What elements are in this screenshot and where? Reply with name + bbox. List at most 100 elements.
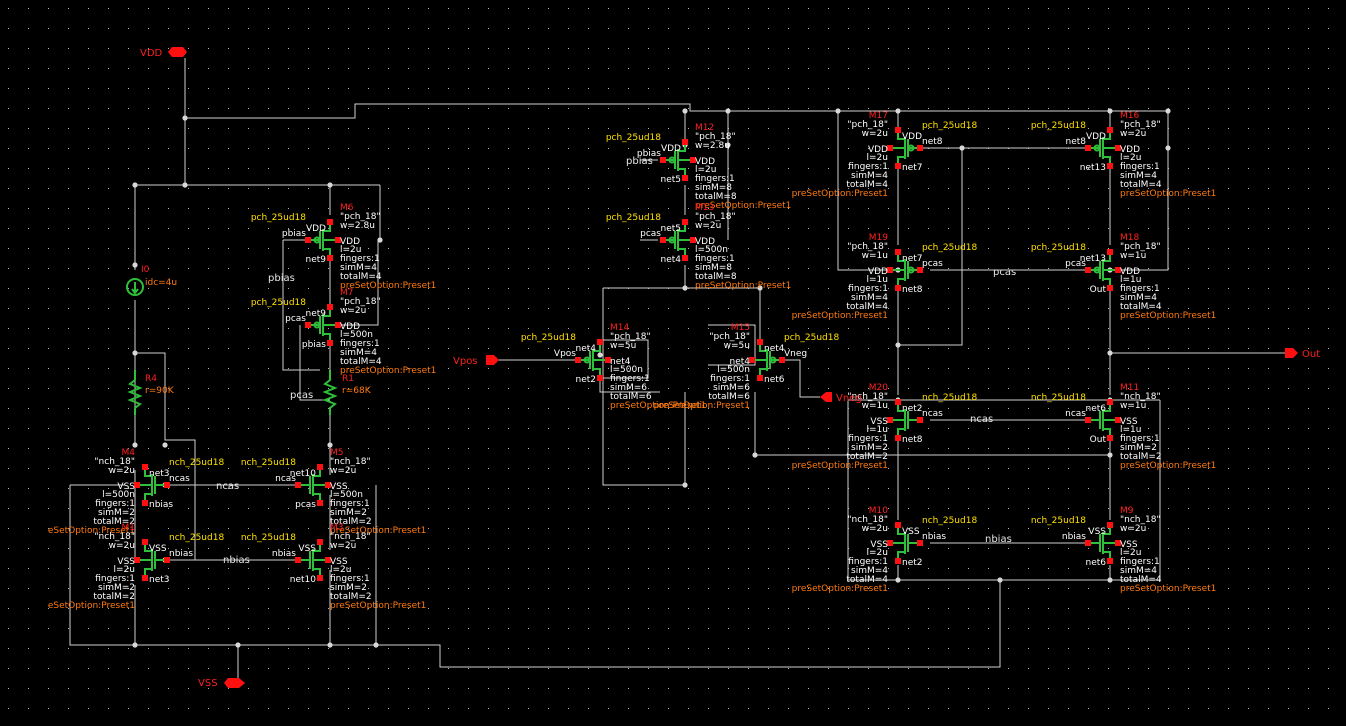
transistor-m10[interactable]: M10"nch_18"w=2ul=2ufingers:1simM=4totalM…	[792, 506, 978, 594]
transistor-m10-param: totalM=4	[846, 575, 888, 585]
transistor-m5-pin: pcas	[295, 500, 316, 510]
transistor-m17[interactable]: M17"pch_18"w=2ul=2ufingers:1simM=4totalM…	[792, 111, 978, 199]
transistor-m14-param: totalM=6	[610, 392, 652, 402]
transistor-m13-param: simM=8	[695, 263, 732, 273]
resistor-r1[interactable]: R1 r=68K	[322, 370, 372, 415]
transistor-m20-pin: net8	[902, 435, 923, 445]
transistor-m15[interactable]: M15"pch_18"w=5ul=500nfingers:1simM=6tota…	[654, 323, 840, 411]
transistor-m3[interactable]: M3"nch_18"w=2ul=2ufingers:1simM=2totalM=…	[241, 523, 427, 611]
transistor-m11-pin: ncas	[1065, 409, 1086, 419]
transistor-m18-param: fingers:1	[1120, 284, 1160, 294]
r1-param: r=68K	[342, 386, 372, 396]
vpos-port[interactable]: Vpos	[453, 355, 499, 367]
transistor-m17-lib: pch_25ud18	[922, 121, 977, 131]
transistor-m19-pin: net8	[902, 285, 923, 295]
r1-name: R1	[342, 374, 354, 384]
transistor-m4-param: totalM=2	[93, 517, 135, 527]
r4-param: r=90K	[145, 386, 175, 396]
transistor-m19-param: l=1u	[867, 275, 888, 285]
transistor-m18-param: simM=4	[1120, 293, 1157, 303]
transistor-m1-param: eSetOption:Preset1	[48, 601, 135, 611]
transistor-m9-lib: nch_25ud18	[1031, 516, 1086, 526]
transistor-m16-param: simM=4	[1120, 171, 1157, 181]
transistor-m1-param: fingers:1	[95, 574, 135, 584]
transistor-m3-pin: net10	[290, 575, 316, 585]
transistor-m1-param: simM=2	[98, 583, 135, 593]
transistor-m20-param: l=1u	[867, 425, 888, 435]
transistor-m5-param: simM=2	[330, 508, 367, 518]
transistor-m10-pin: net2	[902, 558, 923, 568]
transistor-m4-param: simM=2	[98, 508, 135, 518]
transistor-m10-param: w=2u	[862, 524, 888, 534]
transistor-m7-pin: pbias	[302, 340, 326, 350]
transistor-m5-param: fingers:1	[330, 499, 370, 509]
vneg-port[interactable]: Vneg	[820, 392, 862, 404]
transistor-m1-param: l=2u	[114, 565, 135, 575]
transistor-m14-param: preSetOption:Preset1	[610, 401, 706, 411]
vdd-port[interactable]: VDD	[140, 47, 187, 59]
transistor-m10-param: M10	[869, 506, 888, 516]
net-label-pbias: pbias	[268, 273, 295, 284]
transistor-m20-param: preSetOption:Preset1	[792, 461, 888, 471]
transistor-m16[interactable]: M16"pch_18"w=2ul=2ufingers:1simM=4totalM…	[1031, 111, 1217, 199]
transistor-m11-pin: Out	[1090, 435, 1107, 445]
net-label-ncas: ncas	[216, 481, 239, 492]
transistor-m19-lib: pch_25ud18	[922, 243, 977, 253]
transistor-m10-param: "nch_18"	[847, 515, 888, 525]
transistor-m12-param: l=2u	[695, 165, 716, 175]
transistor-m11-param: preSetOption:Preset1	[1120, 461, 1216, 471]
transistor-m14[interactable]: M14"pch_18"w=5ul=500nfingers:1simM=6tota…	[521, 323, 707, 411]
transistor-m9[interactable]: M9"nch_18"w=2ul=2ufingers:1simM=4totalM=…	[1031, 506, 1217, 594]
transistor-m1-lib: nch_25ud18	[169, 533, 224, 543]
vss-port-label: VSS	[198, 678, 218, 689]
transistor-m18-param: M18	[1120, 233, 1139, 243]
transistor-m12-pin: VDD	[661, 144, 681, 154]
transistor-m20[interactable]: M20"nch_18"w=1ul=1ufingers:1simM=2totalM…	[792, 383, 978, 471]
transistor-m7[interactable]: M7"pch_18"w=2ul=500nfingers:1simM=4total…	[251, 288, 437, 376]
transistor-m15-param: fingers:1	[710, 374, 750, 384]
transistor-m5[interactable]: M5"nch_18"w=2ul=500nfingers:1simM=2total…	[241, 448, 427, 536]
transistor-m20-param: w=1u	[862, 401, 888, 411]
transistor-m6[interactable]: M6"pch_18"w=2.8ul=2ufingers:1simM=4total…	[251, 203, 437, 291]
transistor-m20-pin: net2	[902, 404, 923, 414]
transistor-m1[interactable]: M1"nch_18"w=2ul=2ufingers:1simM=2totalM=…	[48, 523, 225, 611]
transistor-m1-param: totalM=2	[93, 592, 135, 602]
transistor-m13[interactable]: M13"pch_18"w=2ul=500nfingers:1simM=8tota…	[606, 203, 792, 291]
junction-dots	[132, 108, 1171, 648]
transistor-m11-param: w=1u	[1120, 401, 1146, 411]
transistor-m4-param: fingers:1	[95, 499, 135, 509]
transistor-m19-pin: net7	[902, 254, 923, 264]
vdd-port-label: VDD	[140, 48, 163, 59]
transistor-m11[interactable]: M11"nch_18"w=1ul=1ufingers:1simM=2totalM…	[1031, 383, 1217, 471]
transistor-m19-param: preSetOption:Preset1	[792, 311, 888, 321]
transistor-m16-param: totalM=4	[1120, 180, 1162, 190]
current-source-i0[interactable]: I0 idc=4u	[126, 265, 177, 296]
transistor-m11-param: "nch_18"	[1120, 392, 1161, 402]
transistor-m6-param: l=2u	[340, 245, 361, 255]
transistor-m12[interactable]: M12"pch_18"w=2.8ul=2ufingers:1simM=8tota…	[606, 123, 792, 211]
transistor-m6-pin: VDD	[340, 237, 360, 247]
transistor-m12-param: simM=8	[695, 183, 732, 193]
resistor-r4[interactable]: R4 r=90K	[127, 370, 175, 415]
transistor-m15-pin: net4	[764, 344, 785, 354]
transistor-m18[interactable]: M18"pch_18"w=1ul=1ufingers:1simM=4totalM…	[1031, 233, 1217, 321]
transistor-m5-pin: VSS	[330, 482, 348, 492]
transistor-m11-pin: net6	[1086, 404, 1107, 414]
transistor-m1-pin: VSS	[117, 557, 135, 567]
transistor-m18-param: l=1u	[1120, 275, 1141, 285]
vss-port[interactable]: VSS	[198, 678, 245, 689]
transistor-m19[interactable]: M19"pch_18"w=1ul=1ufingers:1simM=4totalM…	[792, 233, 978, 321]
transistor-m7-lib: pch_25ud18	[251, 298, 306, 308]
transistor-m4-param: "nch_18"	[94, 457, 135, 467]
transistor-m12-pin: net5	[661, 175, 682, 185]
transistor-m9-pin: nbias	[1062, 532, 1086, 542]
transistor-m3-param: simM=2	[330, 583, 367, 593]
transistor-m16-pin: VDD	[1086, 132, 1106, 142]
transistor-m12-param: preSetOption:Preset1	[695, 201, 791, 211]
transistor-m3-param: l=2u	[330, 565, 351, 575]
transistor-m4-pin: VSS	[117, 482, 135, 492]
transistor-m4[interactable]: M4"nch_18"w=2ul=500nfingers:1simM=2total…	[48, 448, 225, 536]
out-port[interactable]: Out	[1285, 348, 1320, 360]
net-label-nbias: nbias	[223, 555, 250, 566]
